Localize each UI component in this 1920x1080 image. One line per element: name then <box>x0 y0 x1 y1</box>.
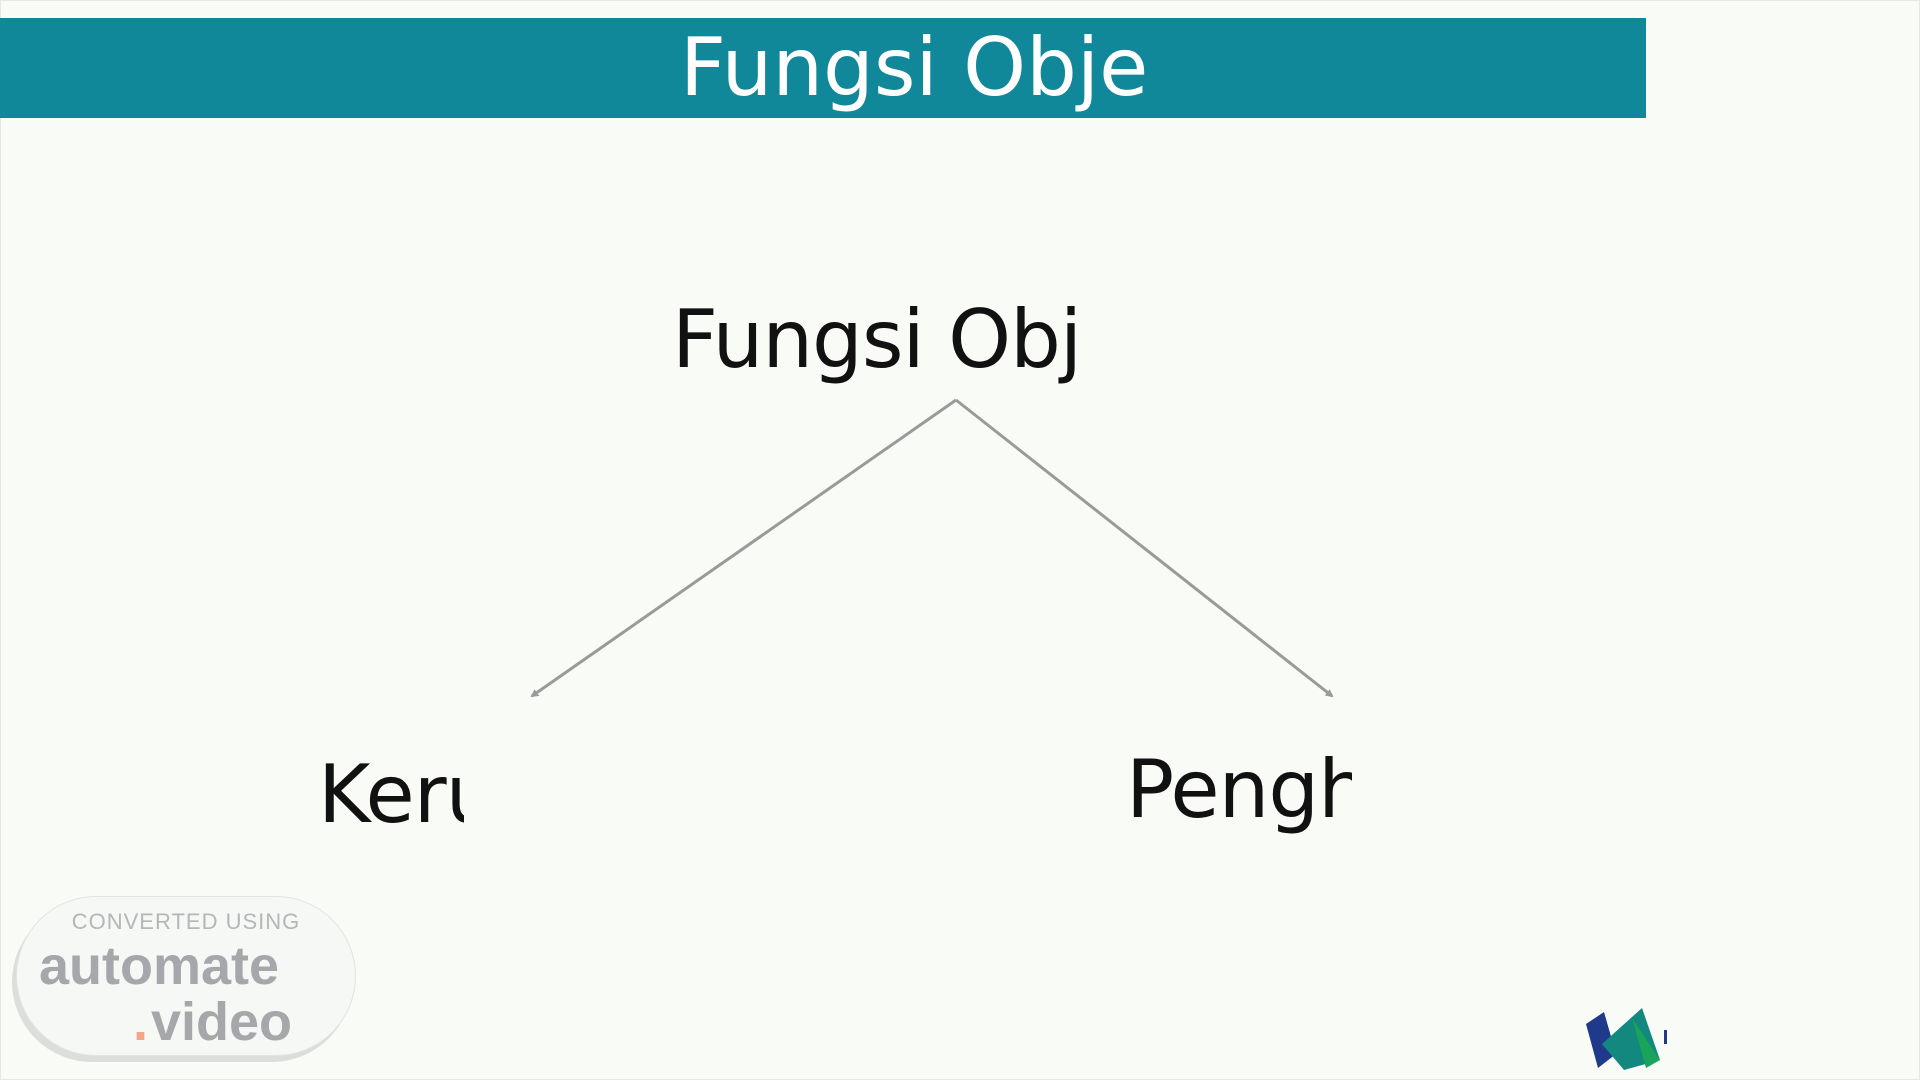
watermark-brand-line1: automate <box>39 936 280 996</box>
slide-title: Fungsi Obje <box>680 21 1149 114</box>
diagram-left-node: Keru <box>318 748 464 841</box>
diagram-right-node: Pengh <box>1126 743 1352 836</box>
converted-watermark: CONVERTED USING automate . video <box>16 896 356 1056</box>
watermark-caption: CONVERTED USING <box>71 909 301 934</box>
diagram-root-node: Fungsi Obj <box>672 293 1078 386</box>
connector-right-arrow <box>955 398 1334 698</box>
watermark-brand-line2: video <box>151 992 293 1052</box>
automate-video-logo-icon <box>1586 1008 1667 1070</box>
title-bar <box>0 18 1646 118</box>
connector-left-arrow <box>530 398 957 698</box>
watermark-brand-dot: . <box>133 992 149 1052</box>
